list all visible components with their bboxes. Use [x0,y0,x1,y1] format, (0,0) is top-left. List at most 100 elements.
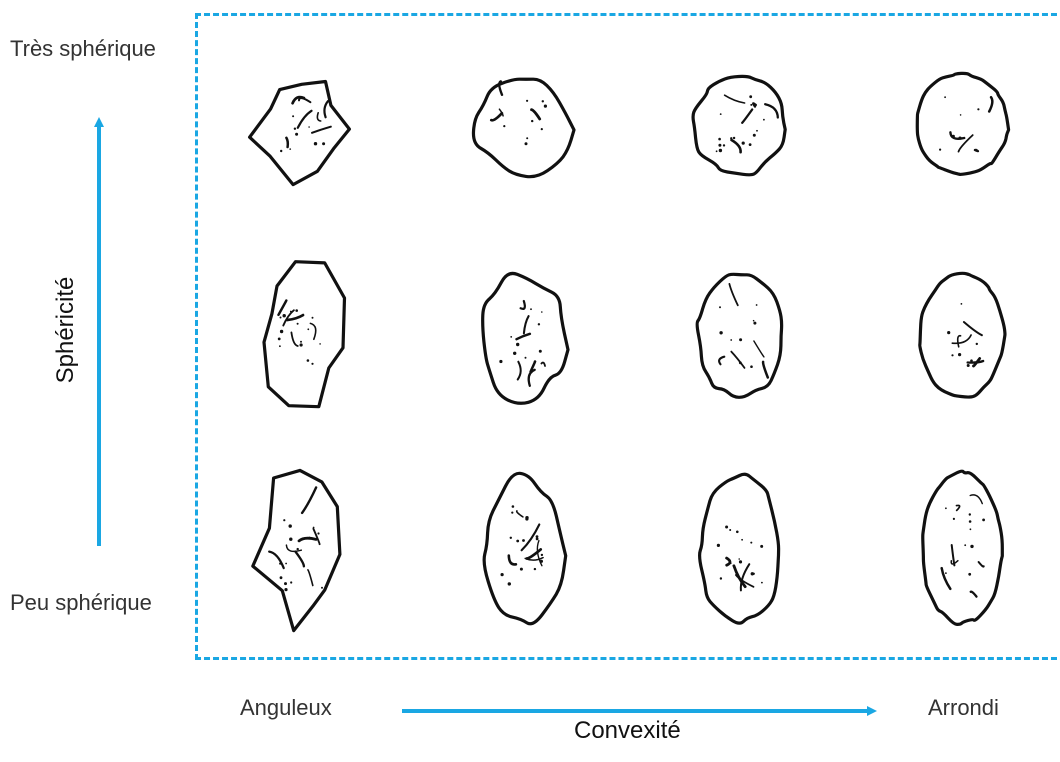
particle-texture-stroke [515,510,524,518]
particle-texture-stroke [300,486,318,515]
particle-texture-dot [755,304,758,306]
particle-texture-stroke [323,100,329,119]
particle-texture-dot [319,343,321,345]
particle-texture-dot [543,104,548,108]
particle-texture-stroke [527,368,536,387]
particle-texture-dot [738,558,740,560]
particle-texture-dot [730,137,733,140]
particle-texture-dot [308,536,311,539]
particle-texture-dot [738,361,742,365]
particle-texture-dot [977,108,980,111]
particle-texture-dot [300,340,302,343]
particle-texture-stroke [498,108,504,117]
particle-r2-c1 [262,260,347,409]
particle-texture-stroke [764,103,779,119]
particle-texture-stroke [277,299,288,317]
particle-texture-dot [516,539,520,543]
particle-texture-dot [513,351,517,355]
particle-texture-dot [945,572,947,574]
particle-texture-dot [739,338,743,342]
particle-texture-stroke [752,102,757,108]
particle-texture-stroke [268,550,285,570]
particle-texture-dot [531,119,534,123]
particle-grid [248,71,1011,633]
x-axis-title: Convexité [574,717,681,744]
particle-texture-dot [716,543,721,548]
particle-texture-dot [939,148,942,151]
particle-texture-dot [968,520,972,523]
particle-texture-dot [279,562,282,565]
particle-texture-dot [288,524,292,528]
particle-texture-dot [749,95,753,99]
particle-texture-dot [279,576,283,580]
particle-texture-dot [719,306,721,309]
particle-texture-stroke [956,334,962,348]
particle-texture-dot [509,536,512,539]
particle-texture-dot [530,308,532,311]
particle-texture-dot [760,544,764,548]
particle-texture-dot [540,553,544,557]
particle-texture-dot [752,319,755,322]
particle-texture-dot [280,149,283,153]
particle-texture-dot [284,588,288,592]
particle-texture-dot [725,525,729,529]
particle-texture-dot [722,144,726,147]
particle-texture-dot [753,321,757,325]
particle-texture-stroke [294,550,306,568]
particle-texture-dot [306,359,310,362]
particle-texture-stroke [723,94,746,104]
particle-texture-stroke [730,138,742,154]
particle-texture-dot [732,136,736,140]
particle-texture-dot [289,310,292,313]
particle-texture-stroke [285,136,290,149]
particle-texture-dot [756,129,758,132]
particle-texture-stroke [540,361,546,367]
particle-texture-dot [719,577,723,580]
particle-r1-c4 [915,71,1011,177]
particle-texture-dot [750,572,754,576]
particle-texture-dot [541,100,544,103]
particle-texture-stroke [311,125,332,134]
particle-texture-dot [750,365,753,369]
particle-texture-dot [959,114,962,116]
particle-texture-dot [279,316,282,319]
particle-texture-stroke [950,544,956,567]
particle-texture-dot [507,582,511,586]
particle-texture-stroke [730,350,746,369]
particle-texture-stroke [309,322,317,341]
particle-texture-stroke [316,112,322,122]
particle-texture-dot [284,582,287,586]
particle-texture-stroke [525,548,543,560]
particle-r3-c2 [482,471,568,626]
particle-r3-c4 [921,469,1004,627]
particle-texture-stroke [977,561,985,568]
particle-texture-dot [516,342,520,347]
particle-texture-dot [526,99,529,102]
particle-texture-dot [503,125,506,128]
particle-texture-dot [761,581,763,584]
particle-texture-dot [982,518,985,522]
particle-texture-dot [277,337,281,341]
particle-texture-stroke [969,494,983,505]
particle-texture-dot [296,322,299,325]
particle-texture-stroke [285,313,305,322]
particle-texture-dot [718,148,723,153]
particle-texture-dot [945,507,947,510]
particle-texture-dot [519,567,523,571]
diagram-frame [195,13,1060,660]
particle-texture-dot [540,128,543,131]
particle-texture-stroke [940,566,952,591]
particle-texture-dot [533,567,537,571]
particle-texture-dot [738,560,743,564]
particle-r1-c3 [691,74,787,177]
particle-texture-stroke [951,334,972,345]
particle-texture-dot [525,517,529,521]
particle-texture-stroke [520,523,541,552]
particle-texture-dot [719,113,722,115]
particle-texture-stroke [489,111,504,122]
particle-texture-dot [970,359,973,363]
particle-texture-dot [307,328,310,331]
particle-r2-c4 [918,271,1007,399]
label-very-spherical: Très sphérique [10,36,156,61]
